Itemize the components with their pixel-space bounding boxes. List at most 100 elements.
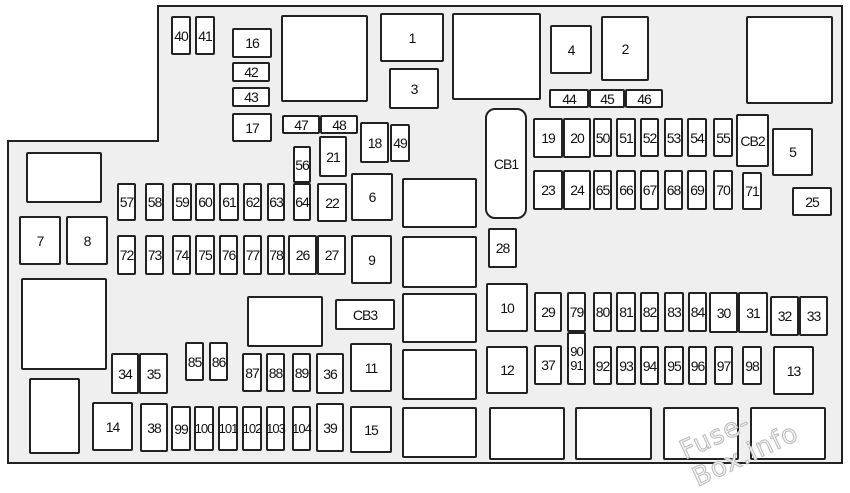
fuse-52: 52 (640, 118, 659, 157)
fuse-2: 2 (601, 16, 649, 81)
fuse-11: 11 (350, 343, 392, 392)
fuse-64: 64 (293, 183, 311, 221)
fuse-47: 47 (282, 115, 320, 134)
fuse-63: 63 (267, 183, 285, 221)
fuse-20: 20 (563, 118, 591, 158)
fuse-104: 104 (292, 406, 312, 451)
fuse-cb3: CB3 (335, 299, 395, 330)
relay-slot (281, 15, 368, 102)
relay-slot (21, 278, 107, 370)
fuse-73: 73 (145, 235, 164, 275)
fuse-86: 86 (209, 342, 228, 381)
fuse-75: 75 (195, 235, 215, 275)
fuse-71: 71 (742, 172, 762, 210)
fuse-37: 37 (534, 345, 562, 385)
fuse-29: 29 (534, 292, 562, 332)
fuse-70: 70 (713, 170, 733, 210)
fuse-78: 78 (267, 235, 285, 275)
fuse-39: 39 (316, 403, 344, 452)
fuse-54: 54 (687, 118, 707, 157)
fuse-99: 99 (171, 406, 191, 451)
fuse-90-91: 90 91 (567, 332, 586, 385)
fuse-27: 27 (317, 235, 346, 275)
relay-slot (452, 13, 541, 100)
fuse-33: 33 (799, 296, 828, 336)
fuse-23: 23 (533, 170, 563, 210)
fuse-42: 42 (232, 62, 270, 82)
fuse-94: 94 (640, 346, 659, 385)
fuse-85: 85 (185, 342, 204, 381)
fuse-74: 74 (172, 235, 191, 275)
fuse-41: 41 (195, 16, 215, 55)
fuse-25: 25 (792, 187, 832, 216)
fuse-66: 66 (616, 170, 636, 210)
fuse-103: 103 (266, 406, 286, 451)
fuse-61: 61 (219, 183, 239, 221)
fuse-22: 22 (317, 183, 347, 222)
relay-slot (26, 152, 102, 203)
relay-slot (402, 349, 477, 400)
fuse-46: 46 (625, 89, 663, 108)
fuse-31: 31 (738, 292, 768, 333)
fuse-1: 1 (380, 13, 444, 62)
relay-slot (750, 407, 826, 460)
fuse-60: 60 (195, 183, 215, 221)
fuse-7: 7 (19, 216, 61, 265)
relay-slot (29, 378, 80, 454)
fuse-88: 88 (266, 353, 285, 392)
fuse-21: 21 (319, 136, 347, 177)
fuse-101: 101 (218, 406, 238, 451)
fuse-18: 18 (360, 122, 389, 163)
fuse-50: 50 (593, 118, 612, 157)
fuse-100: 100 (194, 406, 214, 451)
fuse-12: 12 (486, 346, 528, 394)
fuse-10: 10 (486, 283, 528, 332)
relay-slot (402, 178, 477, 228)
fuse-4: 4 (550, 25, 592, 74)
fuse-77: 77 (243, 235, 262, 275)
fuse-89: 89 (292, 353, 311, 392)
fuse-9: 9 (351, 235, 392, 284)
fuse-43: 43 (232, 87, 270, 107)
fuse-68: 68 (664, 170, 683, 210)
fuse-5: 5 (772, 128, 813, 176)
fuse-92: 92 (593, 346, 612, 385)
fuse-81: 81 (616, 292, 636, 332)
fuse-62: 62 (243, 183, 262, 221)
fuse-72: 72 (117, 235, 136, 275)
fuse-40: 40 (171, 16, 191, 55)
fuse-65: 65 (593, 170, 612, 210)
fuse-cb1: CB1 (485, 108, 527, 219)
fuse-69: 69 (687, 170, 707, 210)
fuse-17: 17 (232, 113, 272, 142)
fuse-82: 82 (640, 292, 659, 332)
fuse-55: 55 (713, 118, 733, 157)
fuse-cb2: CB2 (736, 114, 769, 167)
fuse-15: 15 (350, 406, 392, 453)
fuse-76: 76 (219, 235, 238, 275)
relay-slot (247, 296, 323, 347)
relay-slot (575, 407, 652, 460)
fuse-59: 59 (172, 183, 192, 221)
fuse-35: 35 (139, 353, 168, 394)
fuse-53: 53 (664, 118, 683, 157)
fuse-57: 57 (117, 183, 136, 221)
fuse-3: 3 (389, 68, 439, 109)
fuse-19: 19 (533, 118, 563, 158)
relay-slot (402, 236, 477, 288)
fuse-28: 28 (488, 228, 517, 268)
fuse-93: 93 (616, 346, 636, 385)
fuse-87: 87 (242, 353, 262, 392)
fuse-13: 13 (773, 346, 814, 395)
fuse-49: 49 (390, 124, 410, 162)
fuse-58: 58 (145, 183, 164, 221)
fuse-26: 26 (288, 235, 317, 275)
fuse-51: 51 (616, 118, 636, 157)
fuse-48: 48 (320, 115, 358, 134)
fuse-56: 56 (293, 146, 311, 183)
fuse-95: 95 (664, 346, 684, 385)
relay-slot (402, 407, 477, 458)
fuse-14: 14 (92, 402, 133, 451)
fuse-97: 97 (714, 346, 733, 385)
